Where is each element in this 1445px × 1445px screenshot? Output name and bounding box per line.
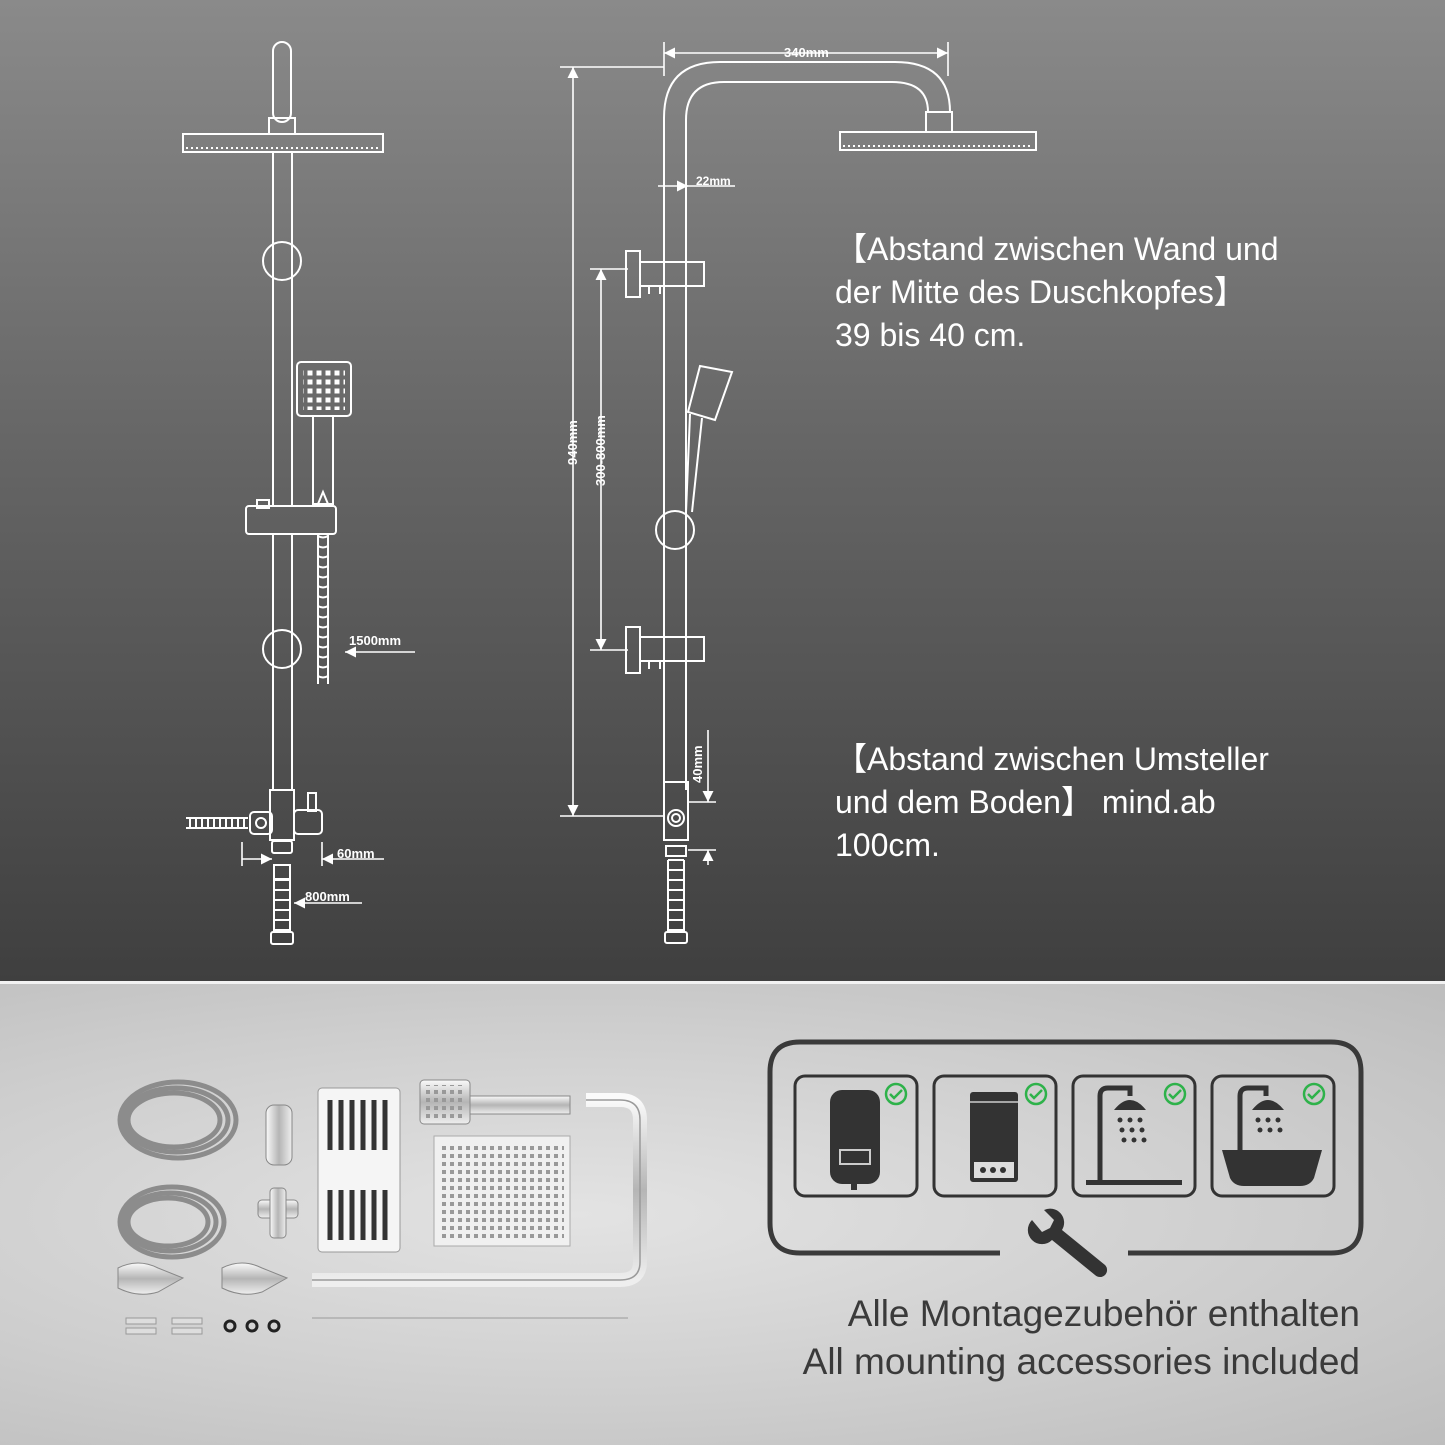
side-wall-plate-upper: [625, 250, 641, 298]
side-hand-shower: [686, 364, 734, 422]
note-head-line2: der Mitte des Duschkopfes】: [835, 274, 1246, 310]
note-diverter-line2: und dem Boden】 mind.ab: [835, 784, 1216, 820]
front-dimension-lines: [241, 646, 415, 909]
icon-frame-2: [932, 1074, 1058, 1198]
front-arm-connector: [268, 117, 296, 135]
hose-coil-lower: [117, 1184, 227, 1260]
wall-bracket-2: [221, 1262, 289, 1295]
front-rain-head: [182, 133, 384, 153]
screws-and-washers: [125, 1317, 281, 1335]
panel-divider: [0, 981, 1445, 984]
front-wall-bracket-lower: [262, 629, 302, 669]
caption-english: All mounting accessories included: [802, 1341, 1360, 1382]
dim-hose-long: 1500mm: [349, 633, 401, 648]
compatibility-frame: [767, 1039, 1364, 1256]
dim-pipe-diameter: 22mm: [696, 174, 731, 188]
dim-arm-length: 340mm: [784, 45, 829, 60]
front-slider: [245, 505, 337, 535]
side-diverter: [663, 781, 689, 841]
wall-bracket-1: [117, 1262, 185, 1295]
side-dimension-lines: [560, 42, 949, 865]
hose-holder: [265, 1104, 293, 1166]
icon-frame-3: [1071, 1074, 1197, 1198]
tankless-heater-icon: [970, 1092, 1018, 1182]
front-wall-bracket-upper: [262, 241, 302, 281]
icon-frame-1: [793, 1074, 919, 1198]
accessories-photo: [117, 1079, 647, 1335]
side-wall-plate-lower: [625, 626, 641, 674]
side-pipe-outer: [663, 61, 951, 790]
note-head-distance: 【Abstand zwischen Wand und der Mitte des…: [835, 228, 1395, 357]
side-rain-head: [839, 131, 1037, 151]
note-diverter-line1: 【Abstand zwischen Umsteller: [835, 741, 1269, 777]
dim-diverter-width: 60mm: [337, 846, 375, 861]
front-bottom-hose: [274, 879, 290, 931]
water-heater-icon: [830, 1090, 880, 1190]
side-slider-knob: [655, 510, 695, 550]
side-pipe-inner: [685, 81, 929, 790]
front-view-drawing: [182, 41, 384, 945]
accessories-panel: [0, 984, 1445, 1445]
check-icon: [884, 1082, 1326, 1106]
front-diverter-body: [269, 789, 295, 841]
icon-frame-4: [1210, 1074, 1336, 1198]
caption-german: Alle Montagezubehör enthalten: [847, 1293, 1360, 1334]
note-diverter-distance: 【Abstand zwischen Umsteller und dem Bode…: [835, 738, 1395, 867]
bathtub-icon: [1222, 1085, 1322, 1186]
side-head-connector: [925, 111, 953, 133]
shower-icon: [1086, 1085, 1182, 1185]
hose-coil-upper: [117, 1079, 239, 1161]
wrench-icon: [1027, 1208, 1108, 1278]
dim-adjust-range: 300-800mm: [593, 415, 608, 486]
side-view-drawing: [625, 61, 1037, 944]
front-hose: [317, 535, 329, 679]
note-head-line1: 【Abstand zwischen Wand und: [835, 231, 1279, 267]
dim-diverter-height: 40mm: [690, 745, 705, 783]
front-arm-top: [272, 41, 292, 123]
dim-total-height: 940mm: [565, 420, 580, 465]
note-diverter-line3: 100cm.: [835, 827, 940, 863]
note-head-line3: 39 bis 40 cm.: [835, 317, 1026, 353]
dim-hose-short: 800mm: [305, 889, 350, 904]
compatibility-icons: [793, 1074, 1336, 1198]
